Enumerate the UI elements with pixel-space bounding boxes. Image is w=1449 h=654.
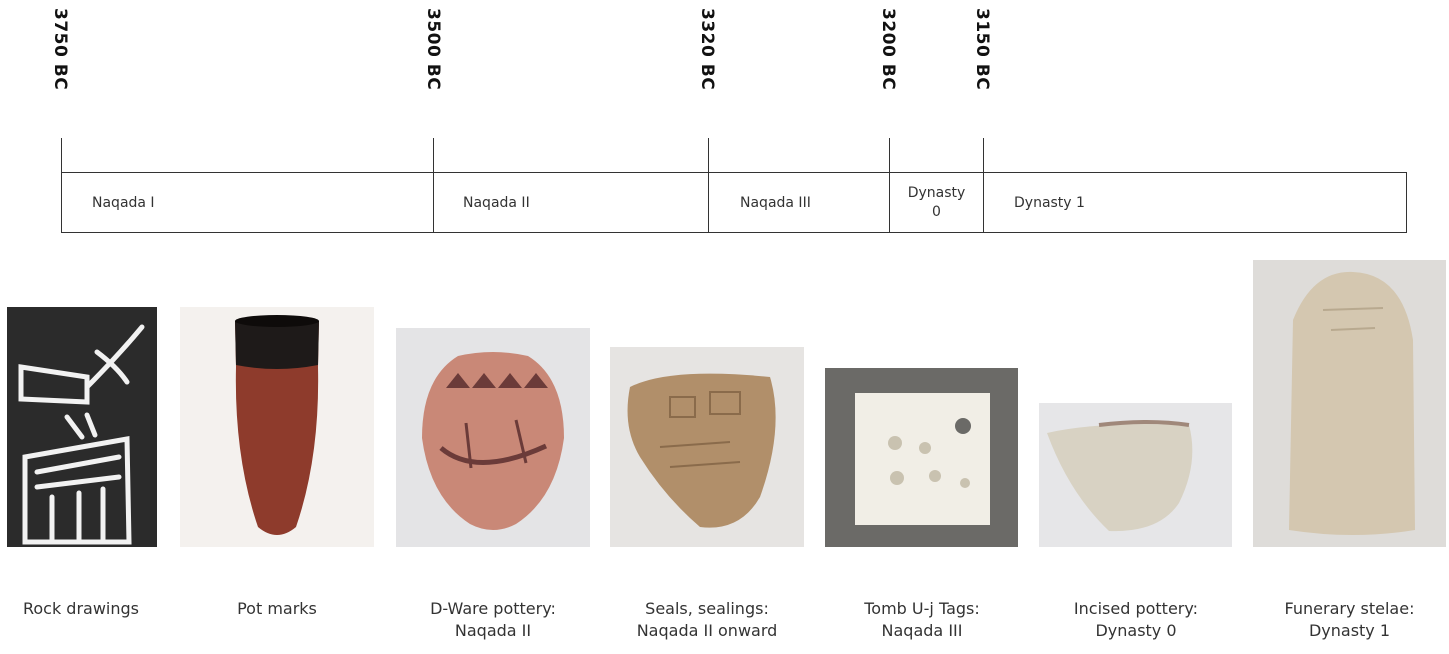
clay-sealing-image	[610, 347, 804, 547]
caption-incised-pottery: Incised pottery: Dynasty 0	[1036, 598, 1236, 641]
caption-pot-marks: Pot marks	[180, 598, 374, 620]
black-topped-pot-image	[180, 307, 374, 547]
bone-tag-image	[825, 368, 1018, 547]
caption-line: Naqada II	[396, 620, 590, 642]
caption-line: Pot marks	[180, 598, 374, 620]
stela-icon	[1253, 260, 1446, 547]
timeline-tick-3150	[983, 138, 984, 233]
period-dynasty-1: Dynasty 1	[1014, 172, 1314, 233]
caption-line: Naqada II onward	[607, 620, 807, 642]
date-label-3320: 3320 BC	[697, 8, 717, 90]
period-naqada-3: Naqada III	[740, 172, 880, 233]
timeline-tick-3320	[708, 138, 709, 233]
caption-tags: Tomb U-j Tags: Naqada III	[822, 598, 1022, 641]
pot-icon	[180, 307, 374, 547]
timeline-tick-3500	[433, 138, 434, 233]
caption-line: Dynasty 1	[1250, 620, 1449, 642]
caption-line: Funerary stelae:	[1250, 598, 1449, 620]
caption-line: Naqada III	[822, 620, 1022, 642]
decorated-jar-image	[396, 328, 590, 547]
tag-icon	[825, 368, 1018, 547]
timeline-tick-3750	[61, 138, 62, 233]
jar-icon	[396, 328, 590, 547]
sherd-icon	[1039, 403, 1232, 547]
caption-line: Incised pottery:	[1036, 598, 1236, 620]
date-label-3150: 3150 BC	[972, 8, 992, 90]
stela-image	[1253, 260, 1446, 547]
period-naqada-1: Naqada I	[92, 172, 392, 233]
caption-stelae: Funerary stelae: Dynasty 1	[1250, 598, 1449, 641]
rock-drawing-image	[7, 307, 157, 547]
rock-drawing-icon	[7, 307, 157, 547]
caption-line: Rock drawings	[0, 598, 162, 620]
caption-line: D-Ware pottery:	[396, 598, 590, 620]
caption-line: Seals, sealings:	[607, 598, 807, 620]
date-label-3500: 3500 BC	[423, 8, 443, 90]
caption-line: Dynasty 0	[1036, 620, 1236, 642]
sealing-icon	[610, 347, 804, 547]
caption-seals: Seals, sealings: Naqada II onward	[607, 598, 807, 641]
period-dynasty-0: Dynasty 0	[890, 172, 983, 233]
caption-line: Tomb U-j Tags:	[822, 598, 1022, 620]
date-label-3750: 3750 BC	[50, 8, 70, 90]
pottery-sherd-image	[1039, 403, 1232, 547]
date-label-3200: 3200 BC	[878, 8, 898, 90]
period-naqada-2: Naqada II	[463, 172, 693, 233]
caption-d-ware: D-Ware pottery: Naqada II	[396, 598, 590, 641]
caption-rock-drawings: Rock drawings	[0, 598, 162, 620]
